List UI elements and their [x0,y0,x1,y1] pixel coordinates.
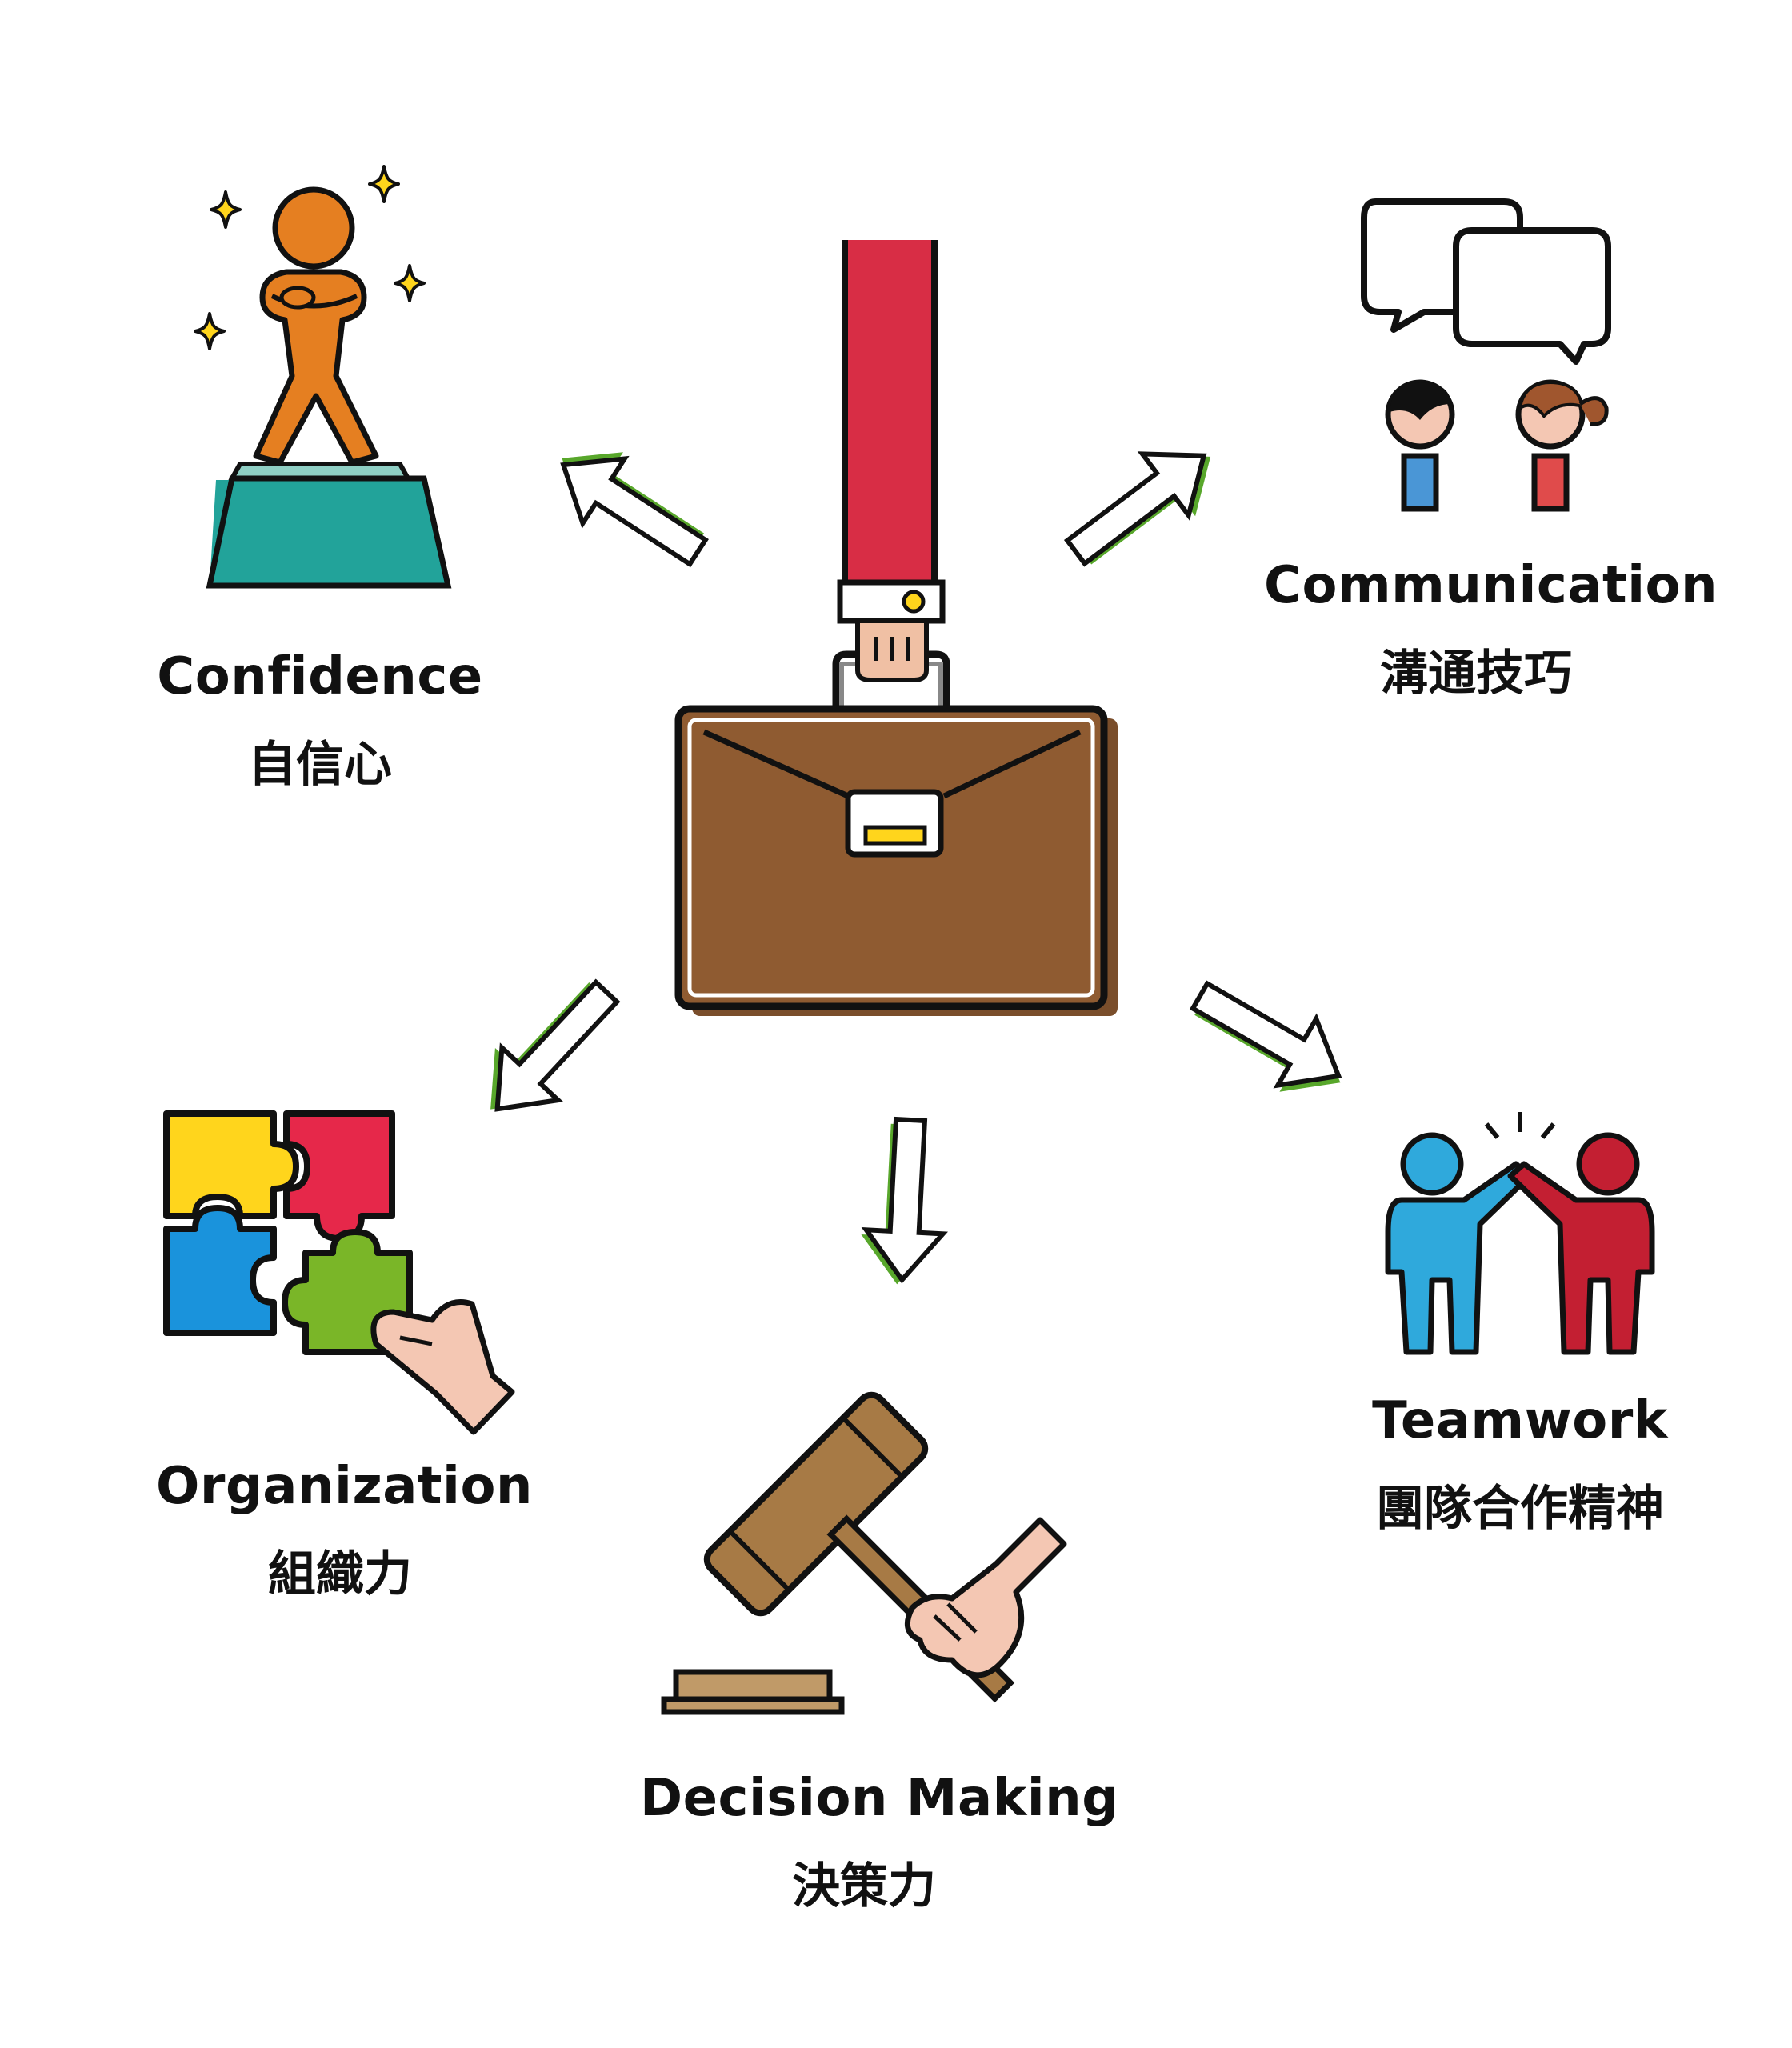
puzzle-icon [163,1110,515,1435]
arrow-to-teamwork [1178,962,1362,1115]
teamwork-label: Teamwork 團隊合作精神 [1344,1395,1696,1533]
organization-label-zh: 組織力 [268,1546,412,1602]
communication-label-zh: 溝通技巧 [1380,646,1572,702]
communication-label: Communication 溝通技巧 [1264,556,1718,702]
confidence-label-en: Confidence [157,647,483,706]
high-five-icon [1385,1112,1655,1355]
confidence-label: Confidence 自信心 [140,651,500,789]
decision-label: Decision Making 決策力 [640,1769,1119,1914]
arrow-to-confidence [538,426,721,585]
communication-label-en: Communication [1264,556,1718,615]
organization-label: Organization 組織力 [156,1457,533,1602]
speech-bubbles-icon [1361,198,1611,512]
trophy-figure-icon [194,165,452,589]
briefcase-icon [674,240,1118,1016]
gavel-icon [661,1391,1067,1715]
decision-label-zh: 決策力 [792,1858,936,1914]
teamwork-label-zh: 團隊合作精神 [1376,1481,1664,1537]
organization-label-en: Organization [156,1457,533,1516]
arrow-to-organization [462,962,634,1138]
arrow-to-decision [858,1118,949,1286]
confidence-label-zh: 自信心 [248,737,392,793]
teamwork-label-en: Teamwork [1372,1391,1668,1450]
decision-label-en: Decision Making [640,1769,1119,1828]
arrow-to-communication [1053,422,1234,586]
